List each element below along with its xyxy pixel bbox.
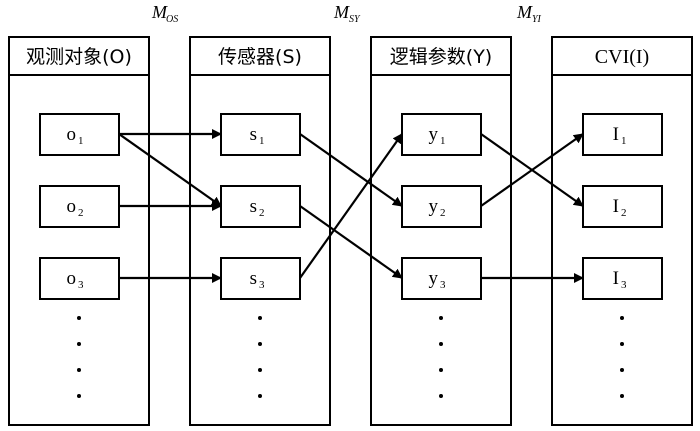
node-subscript: 3 <box>259 279 265 291</box>
node-y1: y 1 <box>401 113 482 156</box>
node-box <box>39 257 120 300</box>
continuation-dots <box>439 316 443 398</box>
node-subscript: 3 <box>78 279 84 291</box>
column-logic-parameters: 逻辑参数(Y) y 1 y 2 y 3 <box>370 36 512 426</box>
node-s2: s 2 <box>220 185 301 228</box>
node-label: y <box>429 268 439 289</box>
node-box <box>582 113 663 156</box>
node-subscript: 2 <box>621 207 627 219</box>
column-header: 传感器(S) <box>218 46 302 68</box>
column-header: CVI(I) <box>595 46 649 68</box>
continuation-dots <box>258 316 262 398</box>
node-box <box>582 185 663 228</box>
mapping-sub: SY <box>349 14 361 25</box>
node-label: s <box>250 268 257 289</box>
column-frame <box>551 36 693 426</box>
node-y3: y 3 <box>401 257 482 300</box>
node-label: s <box>250 124 257 145</box>
node-o1: o 1 <box>39 113 120 156</box>
node-box <box>401 185 482 228</box>
mapping-label-os: M OS <box>151 2 178 25</box>
node-subscript: 3 <box>440 279 446 291</box>
continuation-dots <box>620 316 624 398</box>
edges <box>118 129 584 283</box>
node-i1: I 1 <box>582 113 663 156</box>
node-subscript: 1 <box>78 135 84 147</box>
column-observation-objects: 观测对象(O) o 1 o 2 o 3 <box>8 36 150 426</box>
node-label: y <box>429 124 439 145</box>
node-label: o <box>67 196 77 217</box>
column-frame <box>370 36 512 426</box>
arrow-y2-to-i1 <box>480 133 584 207</box>
column-header: 逻辑参数(Y) <box>390 46 492 68</box>
node-label: I <box>613 124 619 145</box>
arrow-o1-to-s2 <box>118 133 222 207</box>
node-subscript: 2 <box>440 207 446 219</box>
column-sensors: 传感器(S) s 1 s 2 s 3 <box>189 36 331 426</box>
node-i3: I 3 <box>582 257 663 300</box>
mapping-sub: OS <box>166 14 178 25</box>
node-label: o <box>67 268 77 289</box>
arrow-s1-to-y2 <box>299 133 403 207</box>
column-frame <box>189 36 331 426</box>
node-i2: I 2 <box>582 185 663 228</box>
node-o2: o 2 <box>39 185 120 228</box>
arrow-s2-to-y3 <box>299 205 403 279</box>
node-subscript: 1 <box>621 135 627 147</box>
column-header: 观测对象(O) <box>26 46 132 68</box>
mapping-main: M <box>516 2 533 22</box>
mapping-label-sy: M SY <box>333 2 361 25</box>
column-cvi: CVI(I) I 1 I 2 I 3 <box>551 36 693 426</box>
node-subscript: 2 <box>259 207 265 219</box>
mapping-sub: YI <box>532 14 542 25</box>
node-y2: y 2 <box>401 185 482 228</box>
node-label: I <box>613 268 619 289</box>
column-frame <box>8 36 150 426</box>
node-subscript: 3 <box>621 279 627 291</box>
node-label: y <box>429 196 439 217</box>
node-subscript: 2 <box>78 207 84 219</box>
node-subscript: 1 <box>259 135 265 147</box>
continuation-dots <box>77 316 81 398</box>
node-label: s <box>250 196 257 217</box>
mapping-label-yi: M YI <box>516 2 542 25</box>
node-box <box>220 257 301 300</box>
node-subscript: 1 <box>440 135 446 147</box>
mapping-main: M <box>333 2 350 22</box>
node-label: o <box>67 124 77 145</box>
node-box <box>39 185 120 228</box>
node-s3: s 3 <box>220 257 301 300</box>
node-box <box>582 257 663 300</box>
node-box <box>220 185 301 228</box>
mapping-main: M <box>151 2 168 22</box>
arrow-s3-to-y1 <box>299 133 403 279</box>
node-label: I <box>613 196 619 217</box>
node-s1: s 1 <box>220 113 301 156</box>
node-o3: o 3 <box>39 257 120 300</box>
